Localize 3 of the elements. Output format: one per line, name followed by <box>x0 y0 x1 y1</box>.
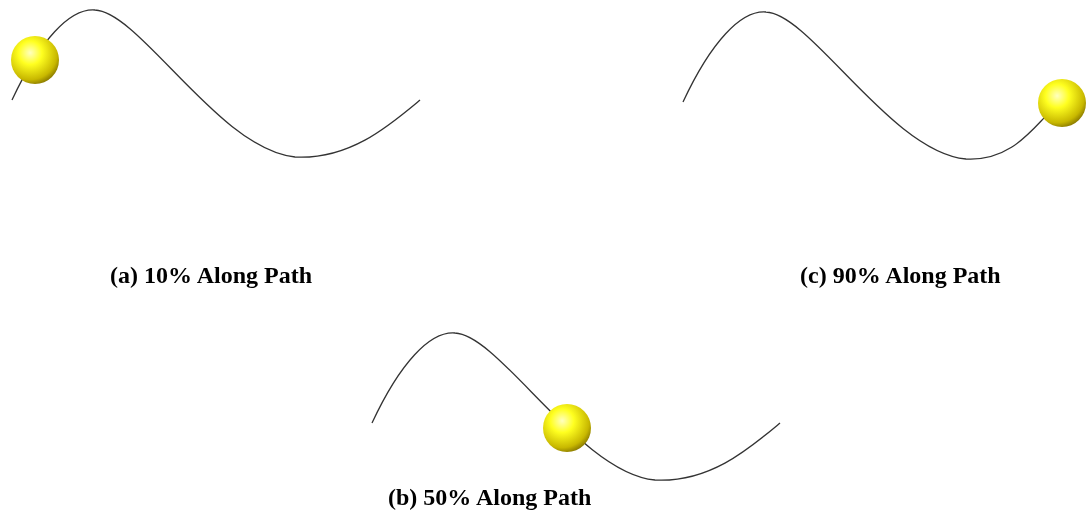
figure-caption: (c) 90% Along Path <box>800 261 1001 289</box>
figure-caption: (a) 10% Along Path <box>110 261 312 289</box>
figure-caption: (b) 50% Along Path <box>388 483 592 511</box>
